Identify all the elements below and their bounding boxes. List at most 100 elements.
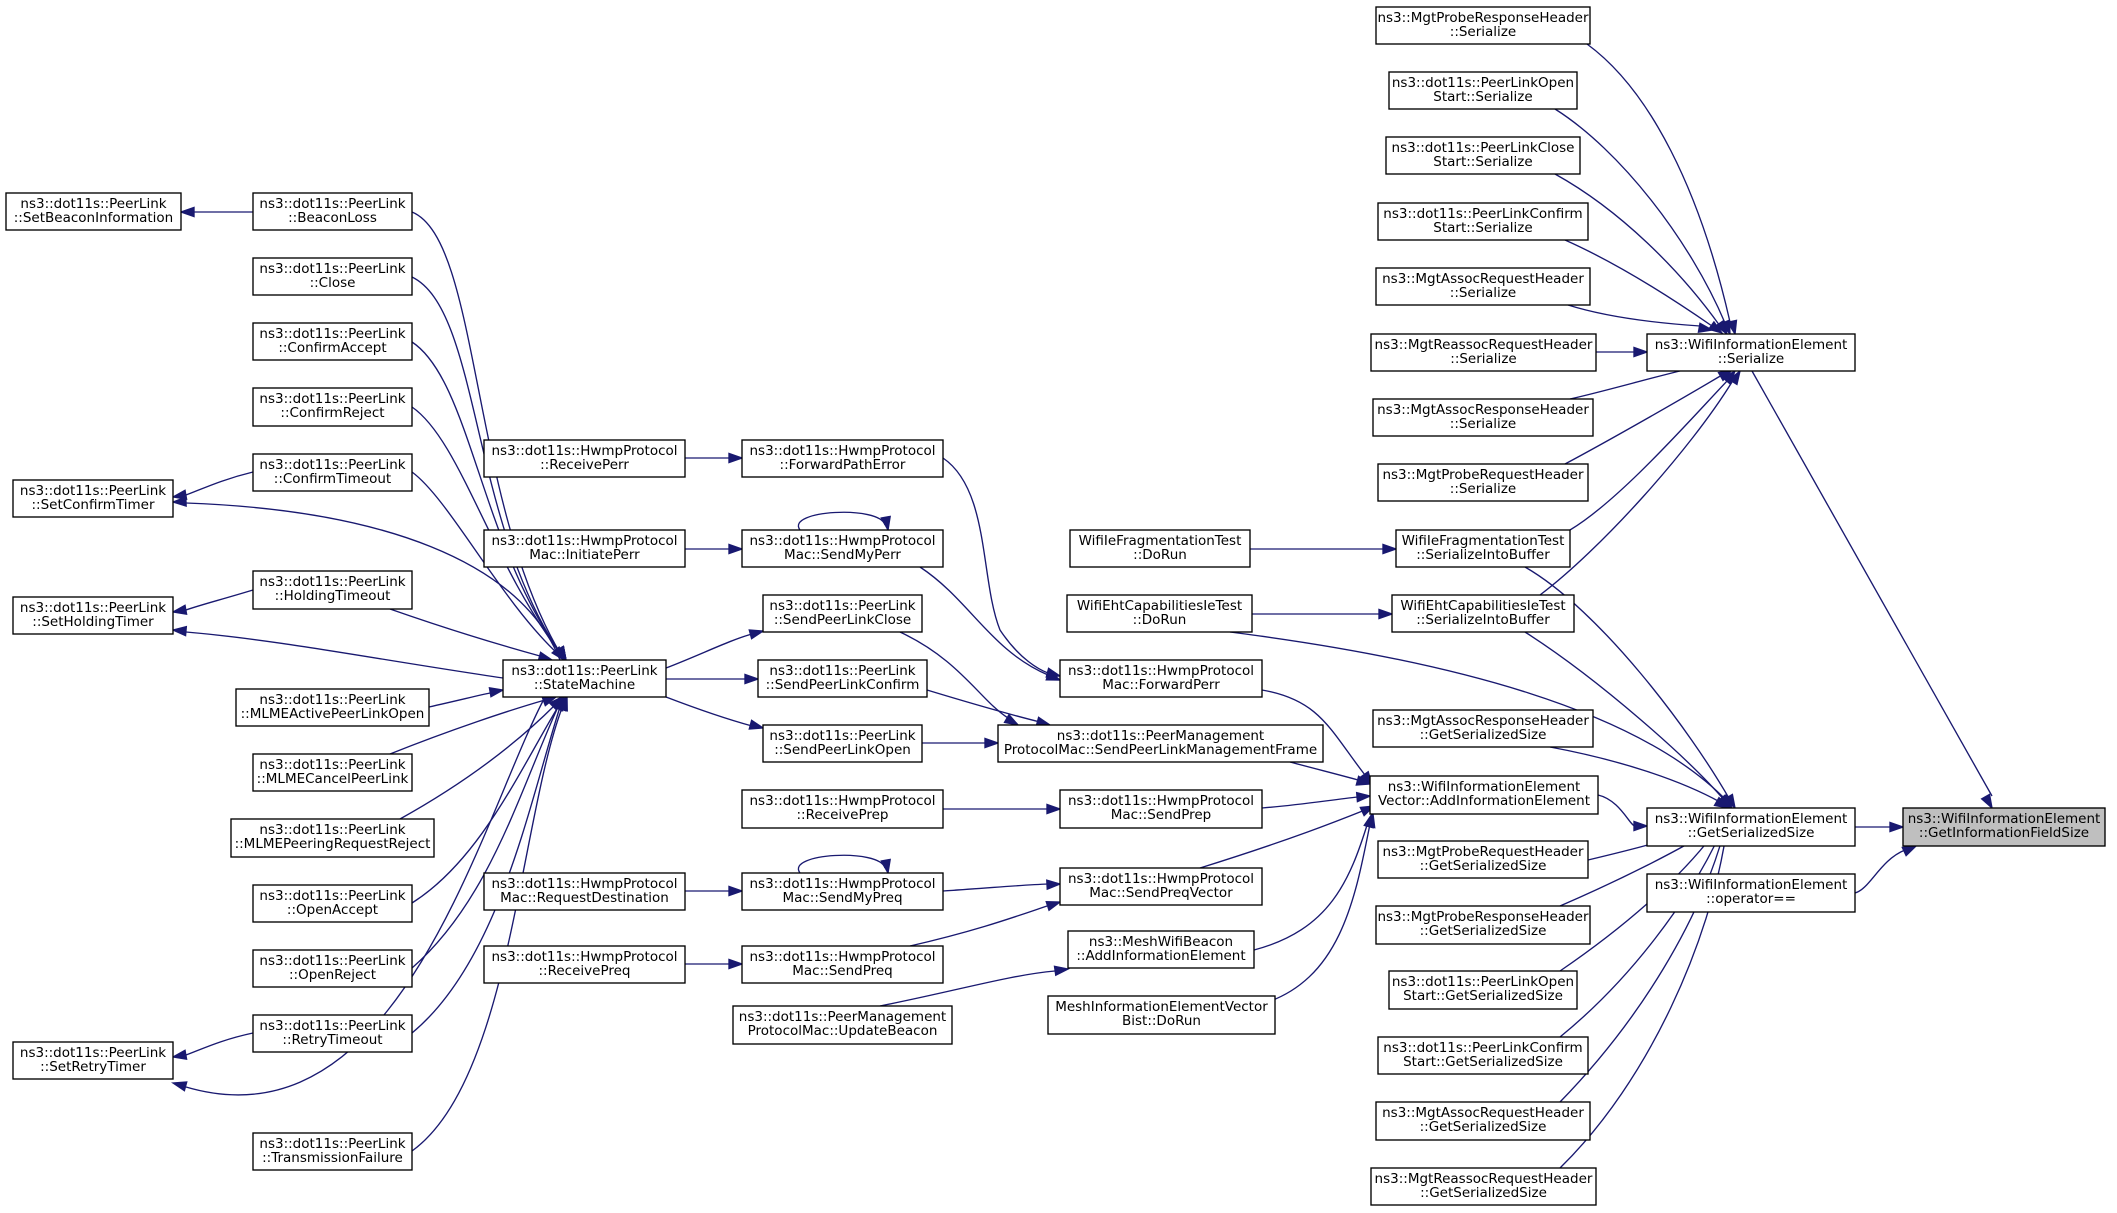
graph-node-frag-dorun[interactable]: WifiIeFragmentationTest::DoRun (1069, 529, 1251, 568)
node-box (1377, 202, 1589, 241)
node-box (741, 945, 944, 984)
graph-node-pl-conftimeout[interactable]: ns3::dot11s::PeerLink::ConfirmTimeout (252, 453, 413, 492)
graph-node-frag-sib[interactable]: WifiIeFragmentationTest::SerializeIntoBu… (1395, 529, 1571, 568)
graph-node-hwmp-recvperr[interactable]: ns3::dot11s::HwmpProtocol::ReceivePerr (483, 439, 686, 478)
graph-node-pl-setholdtimer[interactable]: ns3::dot11s::PeerLink::SetHoldingTimer (12, 596, 174, 635)
graph-node-probe-req-gss[interactable]: ns3::MgtProbeRequestHeader::GetSerialize… (1377, 840, 1589, 879)
graph-node-pl-setretrytimer[interactable]: ns3::dot11s::PeerLink::SetRetryTimer (12, 1041, 174, 1080)
graph-node-pl-mlmecancel[interactable]: ns3::dot11s::PeerLink::MLMECancelPeerLin… (252, 753, 413, 792)
graph-node-pl-sendconfirm[interactable]: ns3::dot11s::PeerLink::SendPeerLinkConfi… (757, 659, 928, 698)
node-label-line: ns3::WifiInformationElement (1655, 877, 1848, 893)
graph-node-pmpm-updbeacon[interactable]: ns3::dot11s::PeerManagementProtocolMac::… (732, 1005, 953, 1045)
graph-node-reassoc-req-gss[interactable]: ns3::MgtReassocRequestHeader::GetSeriali… (1370, 1167, 1597, 1206)
graph-node-wie-opeq[interactable]: ns3::WifiInformationElement::operator== (1646, 873, 1856, 913)
graph-node-probe-resp-gss[interactable]: ns3::MgtProbeResponseHeader::GetSerializ… (1375, 905, 1591, 945)
graph-node-pl-sendclose[interactable]: ns3::dot11s::PeerLink::SendPeerLinkClose (762, 594, 923, 633)
graph-node-wie-getser[interactable]: ns3::WifiInformationElement::GetSerializ… (1646, 807, 1856, 847)
graph-node-plconf-ser[interactable]: ns3::dot11s::PeerLinkConfirmStart::Seria… (1377, 202, 1589, 241)
node-box (12, 479, 174, 518)
graph-node-pl-openaccept[interactable]: ns3::dot11s::PeerLink::OpenAccept (252, 884, 413, 923)
graph-node-pl-setconftimer[interactable]: ns3::dot11s::PeerLink::SetConfirmTimer (12, 479, 174, 518)
graph-node-pl-holdtimeout[interactable]: ns3::dot11s::PeerLink::HoldingTimeout (252, 570, 413, 610)
graph-node-pl-mlmeactive[interactable]: ns3::dot11s::PeerLink::MLMEActivePeerLin… (235, 688, 430, 727)
graph-node-pl-mlmepeering[interactable]: ns3::dot11s::PeerLink::MLMEPeeringReques… (230, 818, 435, 858)
graph-node-plc-ser[interactable]: ns3::dot11s::PeerLinkCloseStart::Seriali… (1385, 136, 1581, 175)
graph-node-pl-setbeacon[interactable]: ns3::dot11s::PeerLink::SetBeaconInformat… (5, 192, 182, 231)
node-label-line: ns3::WifiInformationElement (1655, 337, 1848, 353)
graph-node-hwmp-recvpreq[interactable]: ns3::dot11s::HwmpProtocol::ReceivePreq (483, 945, 686, 984)
node-box (1375, 1101, 1591, 1141)
node-box (1059, 789, 1263, 829)
node-label-line: ns3::dot11s::HwmpProtocol (749, 793, 935, 809)
graph-node-reassoc-req-ser[interactable]: ns3::MgtReassocRequestHeader::Serialize (1370, 333, 1597, 372)
graph-node-hwmp-sendpreqvec[interactable]: ns3::dot11s::HwmpProtocolMac::SendPreqVe… (1059, 867, 1263, 906)
graph-node-probe-resp-ser[interactable]: ns3::MgtProbeResponseHeader::Serialize (1375, 6, 1591, 45)
node-box (5, 192, 182, 231)
node-box (1646, 873, 1856, 913)
arrowhead (557, 695, 568, 712)
graph-node-eht-dorun[interactable]: WifiEhtCapabilitiesIeTest::DoRun (1066, 594, 1253, 633)
arrowhead (1045, 670, 1062, 681)
graph-node-pl-openreject[interactable]: ns3::dot11s::PeerLink::OpenReject (252, 949, 413, 988)
graph-node-pl-txfail[interactable]: ns3::dot11s::PeerLink::TransmissionFailu… (252, 1132, 413, 1171)
node-box (741, 439, 944, 478)
graph-node-pmpm-send[interactable]: ns3::dot11s::PeerManagementProtocolMac::… (997, 724, 1324, 763)
graph-node-wie-serialize[interactable]: ns3::WifiInformationElement::Serialize (1646, 333, 1856, 372)
graph-node-probe-req-ser[interactable]: ns3::MgtProbeRequestHeader::Serialize (1377, 463, 1589, 502)
node-label-line: ::HoldingTimeout (275, 588, 391, 604)
graph-node-hwmp-reqdest[interactable]: ns3::dot11s::HwmpProtocolMac::RequestDes… (483, 872, 686, 911)
node-box (762, 594, 923, 633)
graph-node-pl-statemachine[interactable]: ns3::dot11s::PeerLink::StateMachine (502, 659, 667, 698)
node-label-line: ns3::MgtAssocRequestHeader (1382, 1105, 1584, 1121)
node-box (1385, 136, 1581, 175)
graph-node-assoc-resp-gss[interactable]: ns3::MgtAssocResponseHeader::GetSerializ… (1372, 709, 1594, 748)
arrowhead (170, 604, 188, 615)
node-label-line: ns3::dot11s::PeerLink (20, 1045, 166, 1061)
node-label-line: ::operator== (1706, 891, 1796, 907)
graph-node-hwmp-fwdperr[interactable]: ns3::dot11s::HwmpProtocolMac::ForwardPer… (1059, 659, 1263, 698)
graph-node-assoc-req-gss[interactable]: ns3::MgtAssocRequestHeader::GetSerialize… (1375, 1101, 1591, 1141)
node-label-line: ::ConfirmTimeout (274, 471, 391, 487)
arrowhead (1901, 845, 1918, 857)
graph-node-hwmp-fwdpatherr[interactable]: ns3::dot11s::HwmpProtocol::ForwardPathEr… (741, 439, 944, 478)
node-label-line: WifiEhtCapabilitiesIeTest (1400, 598, 1565, 614)
graph-node-wiev-add[interactable]: ns3::WifiInformationElementVector::AddIn… (1369, 775, 1599, 815)
node-label-line: ::ConfirmAccept (278, 340, 386, 356)
call-edge (1567, 304, 1701, 327)
call-edge (411, 706, 559, 904)
node-label-line: ns3::WifiInformationElement (1655, 811, 1848, 827)
graph-node-assoc-req-ser[interactable]: ns3::MgtAssocRequestHeader::Serialize (1375, 267, 1591, 306)
arrowhead (1633, 346, 1650, 358)
graph-node-mwb-add[interactable]: ns3::MeshWifiBeacon::AddInformationEleme… (1067, 930, 1255, 969)
graph-node-hwmp-recvprep[interactable]: ns3::dot11s::HwmpProtocol::ReceivePrep (741, 789, 944, 829)
graph-node-pl-retrytimeout[interactable]: ns3::dot11s::PeerLink::RetryTimeout (252, 1014, 413, 1053)
graph-node-eht-sib[interactable]: WifiEhtCapabilitiesIeTest::SerializeInto… (1391, 594, 1575, 633)
graph-node-pl-sendopen[interactable]: ns3::dot11s::PeerLink::SendPeerLinkOpen (762, 724, 923, 763)
graph-node-assoc-resp-ser[interactable]: ns3::MgtAssocResponseHeader::Serialize (1372, 398, 1594, 437)
graph-node-plo-ser[interactable]: ns3::dot11s::PeerLinkOpenStart::Serializ… (1388, 71, 1578, 110)
arrowhead (1355, 775, 1372, 786)
call-edge (1554, 173, 1721, 327)
graph-node-pl-confreject[interactable]: ns3::dot11s::PeerLink::ConfirmReject (252, 387, 413, 427)
graph-node-pl-beaconloss[interactable]: ns3::dot11s::PeerLink::BeaconLoss (252, 192, 413, 231)
call-edge (1539, 381, 1733, 596)
graph-node-hwmp-initperr[interactable]: ns3::dot11s::HwmpProtocolMac::InitiatePe… (483, 529, 686, 568)
graph-node-pl-confaccept[interactable]: ns3::dot11s::PeerLink::ConfirmAccept (252, 322, 413, 361)
graph-node-pl-close[interactable]: ns3::dot11s::PeerLink::Close (252, 257, 413, 296)
node-box (1066, 594, 1253, 633)
call-edge (1559, 829, 1723, 1038)
node-label-line: ns3::dot11s::PeerLink (259, 953, 405, 969)
node-label-line: ns3::MgtAssocRequestHeader (1382, 271, 1584, 287)
node-label-line: ns3::MgtReassocRequestHeader (1375, 1171, 1593, 1187)
graph-node-getinfofield[interactable]: ns3::WifiInformationElement::GetInformat… (1902, 807, 2106, 847)
node-box (1377, 463, 1589, 502)
graph-node-plconf-gss[interactable]: ns3::dot11s::PeerLinkConfirmStart::GetSe… (1377, 1036, 1589, 1075)
node-label-line: ::OpenAccept (287, 902, 378, 918)
call-edge (909, 904, 1051, 947)
graph-node-plo-gss[interactable]: ns3::dot11s::PeerLinkOpenStart::GetSeria… (1388, 970, 1578, 1010)
